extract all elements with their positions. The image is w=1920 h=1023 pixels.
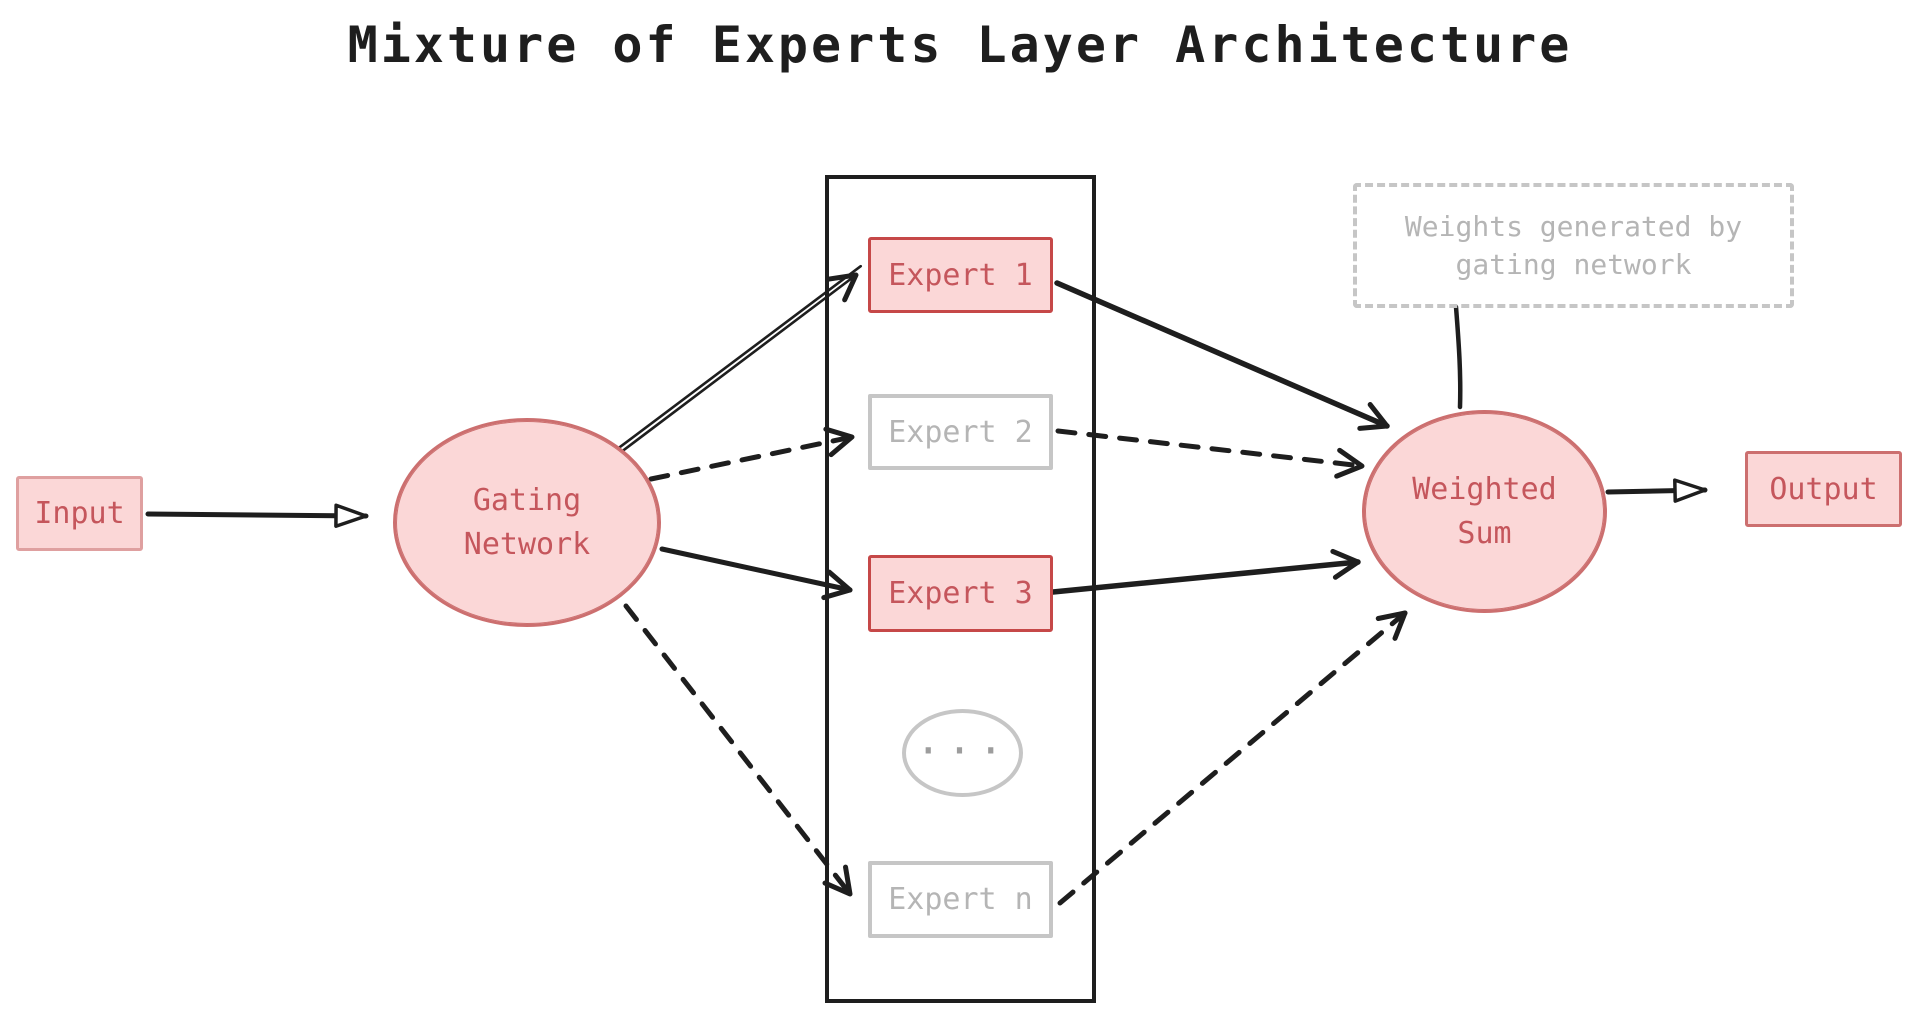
weighted-sum-label: Weighted Sum	[1412, 472, 1557, 551]
gating-network-label: Gating Network	[463, 483, 591, 562]
expert-1-label: Expert 1	[888, 257, 1033, 293]
expert-2-label: Expert 2	[888, 414, 1033, 450]
arrow-expert3-to-weightedsum	[1050, 548, 1361, 595]
experts-container	[825, 175, 1096, 1003]
arrow-expertn-to-weightedsum	[1057, 610, 1408, 906]
expert-1-node: Expert 1	[868, 237, 1053, 313]
expert-3-node: Expert 3	[868, 555, 1053, 632]
note-connector-line	[1453, 304, 1463, 410]
arrow-gating-to-expert2	[648, 426, 855, 482]
output-label: Output	[1769, 471, 1878, 507]
arrow-gating-to-expert3	[659, 546, 853, 601]
input-label: Input	[34, 496, 125, 531]
expert-2-node: Expert 2	[868, 394, 1053, 470]
weights-note: Weights generated by gating network	[1353, 183, 1794, 308]
more-experts-ellipsis: ...	[902, 709, 1023, 797]
gating-network-node: Gating Network	[393, 418, 661, 627]
arrow-expert1-to-weightedsum	[1054, 280, 1390, 431]
arrow-weightedsum-to-output	[1605, 478, 1708, 503]
weights-note-label: Weights generated by gating network	[1404, 209, 1743, 281]
expert-n-node: Expert n	[868, 861, 1053, 938]
diagram-title: Mixture of Experts Layer Architecture	[347, 16, 1573, 74]
arrow-input-to-gating	[145, 503, 369, 528]
ellipsis-label: ...	[915, 713, 1010, 763]
weighted-sum-node: Weighted Sum	[1362, 410, 1607, 613]
output-node: Output	[1745, 451, 1902, 527]
expert-n-label: Expert n	[888, 882, 1033, 917]
expert-3-label: Expert 3	[888, 576, 1033, 611]
arrow-expert2-to-weightedsum	[1055, 428, 1365, 479]
arrow-gating-to-expert1	[614, 264, 863, 456]
input-node: Input	[16, 476, 143, 551]
arrow-gating-to-expertn	[623, 603, 853, 897]
